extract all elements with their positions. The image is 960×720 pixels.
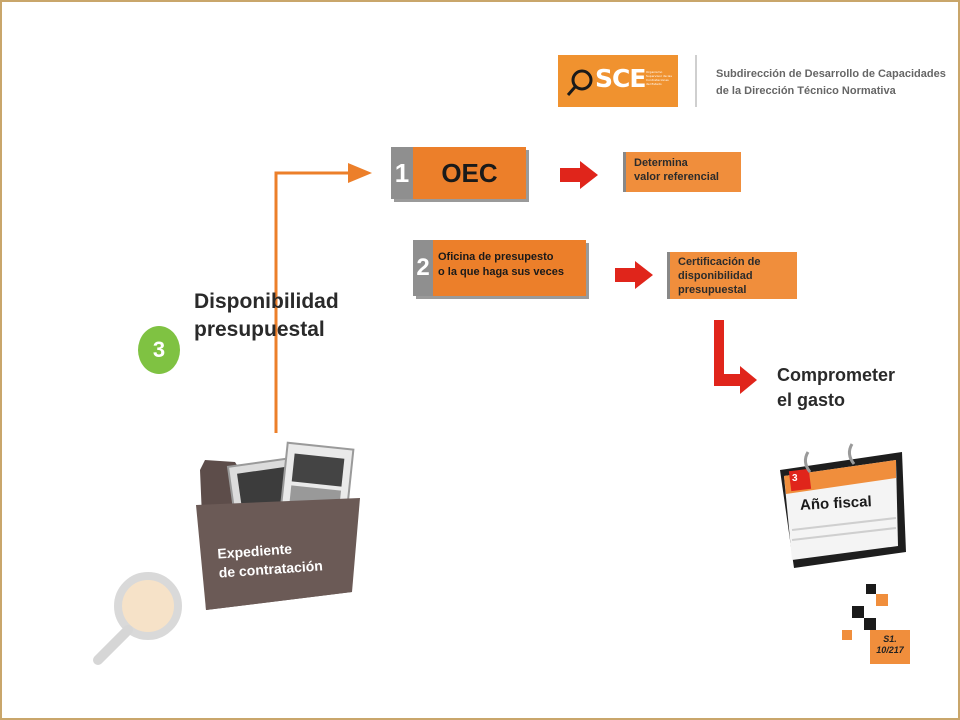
connector-arrowhead [348,163,372,183]
step-title-line-1: Disponibilidad [194,290,339,313]
block2-result: Certificación de disponibilidad presupue… [667,252,797,299]
slide-number-line-2: 10/217 [876,645,904,655]
block2-number: 2 [413,240,433,296]
header-divider [695,55,697,107]
calendar-number: 3 [792,473,798,484]
final-action-line-2: el gasto [777,390,846,410]
block1-result-line-1: Determina [634,157,688,169]
block2-label: Oficina de presupesto o la que haga sus … [433,240,586,296]
block2-label-line-2: o la que haga sus veces [438,266,564,278]
logo-subtext: Organismo Supervisor de las Contratacion… [646,70,672,86]
osce-logo [558,55,678,107]
block1-label: OEC [413,147,526,199]
block2-result-line-1: Certificación de [678,256,761,268]
final-action: Comprometer el gasto [777,363,895,413]
block2-result-line-3: presupuestal [678,284,747,296]
org-line-2: de la Dirección Técnico Normativa [716,85,896,97]
org-line-1: Subdirección de Desarrollo de Capacidade… [716,68,946,80]
slide-number-line-1: S1. [883,634,897,644]
connector-line [274,171,350,433]
org-name: Subdirección de Desarrollo de Capacidade… [716,66,946,100]
red-arrow-2 [615,261,653,289]
slide-number: S1. 10/217 [872,634,908,656]
red-l-arrow [714,320,757,394]
red-arrow-1 [560,161,598,189]
block1-result: Determina valor referencial [623,152,741,192]
block2-label-line-1: Oficina de presupesto [438,251,554,263]
block1-number: 1 [391,147,413,199]
step-title: Disponibilidad presupuestal [194,288,339,344]
step-number-badge: 3 [138,326,180,374]
magnifier-icon [93,572,182,665]
block1-result-line-2: valor referencial [634,171,719,183]
step-title-line-2: presupuestal [194,318,325,341]
block2-result-line-2: disponibilidad [678,270,753,282]
logo-text: SCE [595,64,646,93]
final-action-line-1: Comprometer [777,365,896,385]
